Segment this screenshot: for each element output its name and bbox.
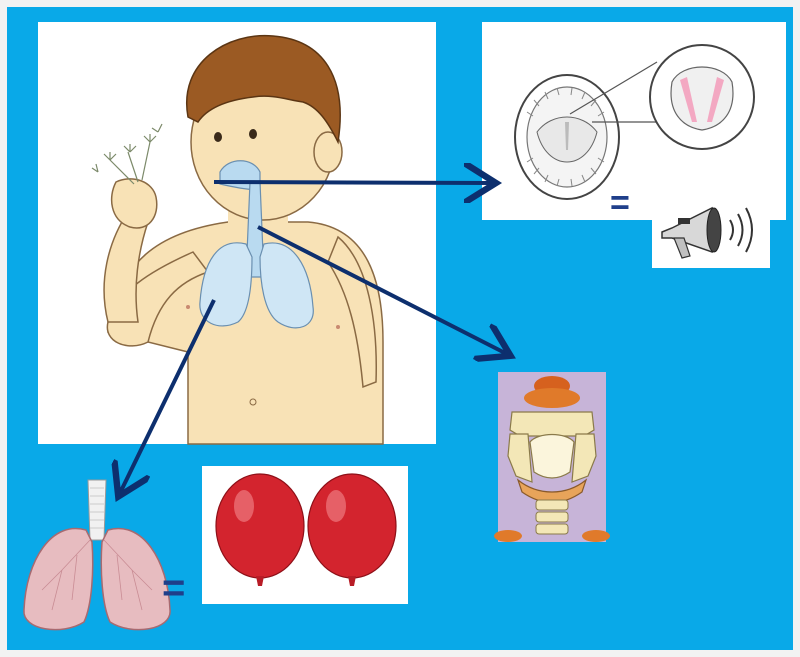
megaphone-panel bbox=[652, 190, 770, 268]
lungs-icon bbox=[22, 480, 172, 640]
megaphone-icon bbox=[652, 190, 770, 268]
dandelion-icon bbox=[92, 124, 162, 184]
larynx-panel bbox=[498, 372, 606, 542]
balloon-icon bbox=[308, 474, 396, 586]
larynx-icon bbox=[498, 372, 606, 542]
equals-sign-throat: = bbox=[610, 186, 630, 220]
balloons-panel bbox=[202, 466, 408, 604]
equals-sign-lungs: = bbox=[162, 568, 185, 608]
vocal-cords-closeup-icon bbox=[650, 45, 754, 149]
boy-panel bbox=[38, 22, 436, 444]
balloon-icon bbox=[216, 474, 304, 586]
boy-blowing-dandelion-illustration bbox=[38, 22, 436, 444]
